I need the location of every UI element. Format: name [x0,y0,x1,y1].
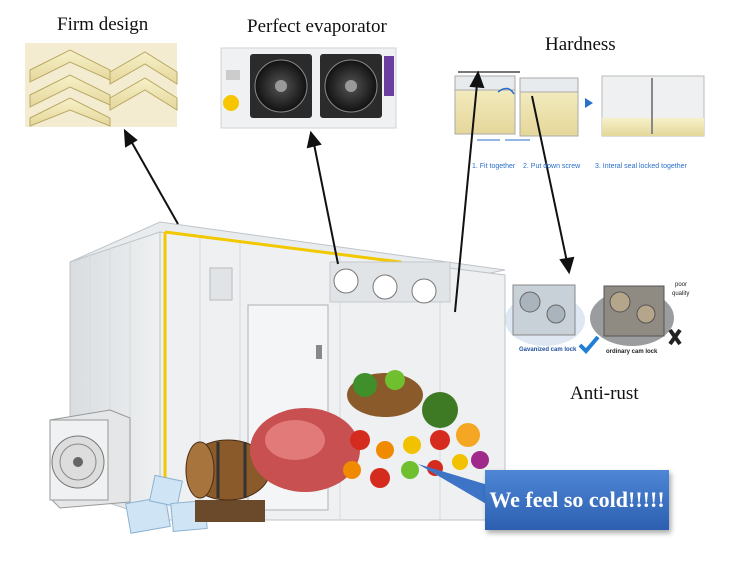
galvanized-cam-lock-label: Gavanized cam lock [519,347,577,353]
hardness-step-3: 3. Interal seal locked together [595,163,687,170]
perfect-evaporator-title: Perfect evaporator [247,16,387,37]
poor-quality-label-2: quality [672,291,690,297]
hardness-step-2: 2. Put down screw [523,163,581,170]
food-image [250,370,489,492]
barrel-image [185,439,271,522]
poor-quality-label-1: poor [675,282,688,288]
firm-design-image [25,43,178,127]
evaporator-image [220,47,397,129]
pointer-arrows [123,70,575,313]
firm-design-title: Firm design [57,14,149,35]
cold-callout: We feel so cold!!!!! [485,470,669,530]
hardness-step-1: 1. Fit together [472,163,516,170]
hardness-image [454,71,705,141]
ice-cubes-image [125,474,208,534]
condensing-unit-image [49,409,131,509]
ordinary-cam-lock-label: ordinary cam lock [606,349,658,355]
cold-callout-text: We feel so cold!!!!! [489,487,665,512]
anti-rust-title: Anti-rust [570,383,639,404]
anti-rust-image [505,284,682,354]
hardness-title: Hardness [545,34,616,55]
